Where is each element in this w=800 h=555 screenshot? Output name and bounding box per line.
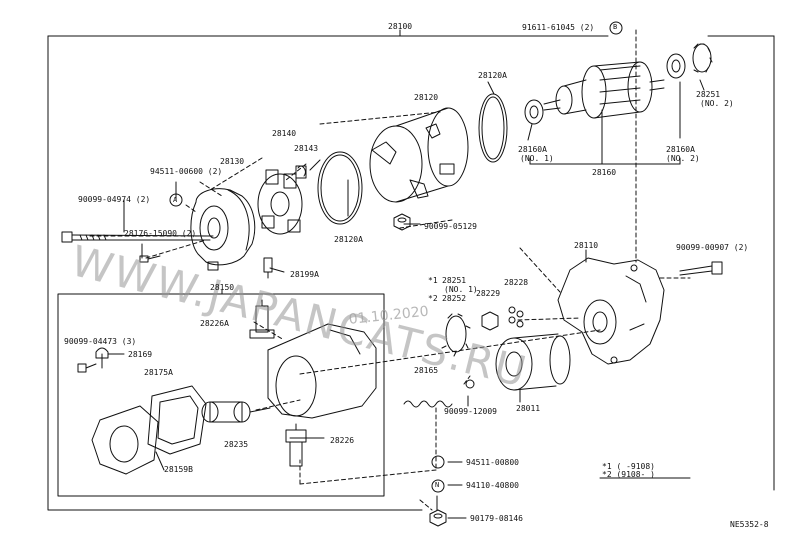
subassembly-frame-28150	[57, 293, 385, 497]
nut-90099-05129	[393, 213, 411, 231]
leader-lines	[89, 29, 691, 511]
clamp-28169	[95, 347, 109, 359]
label-28235: 28235	[224, 440, 249, 449]
label-28226: 28226	[330, 436, 355, 445]
armature-28160	[543, 61, 665, 119]
label-28100: 28100	[388, 22, 413, 31]
brush-spring-28143	[295, 165, 307, 179]
label-90099-00907: 90099-00907 (2)	[676, 243, 749, 252]
label-90099-12009: 90099-12009	[444, 407, 497, 416]
label-28011: 28011	[516, 404, 541, 413]
clutch-28011	[495, 333, 571, 391]
label-28160A-no1: 28160A	[518, 145, 547, 154]
label-28120: 28120	[414, 93, 439, 102]
ball-90099-12009	[465, 379, 475, 389]
label-28143: 28143	[294, 144, 319, 153]
label-28160A-no2: 28160A	[666, 145, 695, 154]
bearing-28160A-no1	[524, 99, 544, 125]
label-28150: 28150	[210, 283, 235, 292]
label-28165: 28165	[414, 366, 439, 375]
label-28130: 28130	[220, 157, 245, 166]
note-1: *1 ( -9108)	[602, 462, 655, 471]
diagram-code: NE5352-8	[730, 520, 769, 529]
label-90099-04473: 90099-04473 (3)	[64, 337, 137, 346]
label-28252: 28252	[442, 294, 467, 303]
gear-28251-no2	[692, 43, 713, 73]
label-94511-00800: 94511-00800	[466, 458, 519, 467]
note-2: *2 (9108- )	[602, 470, 655, 479]
o-ring-28120A-front	[317, 151, 363, 225]
label-28160: 28160	[592, 168, 617, 177]
retainer-28229	[481, 311, 499, 331]
assembly-frame-28100	[47, 29, 775, 511]
label-28226A: 28226A	[200, 319, 229, 328]
label-28160A-no1-sub: (NO. 1)	[520, 154, 554, 163]
yoke-28120	[369, 107, 469, 203]
nut-90179-08146	[429, 509, 447, 527]
label-28120A-mid: 28120A	[334, 235, 363, 244]
label-28251-no2: 28251	[696, 90, 721, 99]
label-28251-no2-sub: (NO. 2)	[700, 99, 734, 108]
gasket-28175A	[147, 385, 207, 455]
label-28251-no1-sub: (NO. 1)	[444, 285, 478, 294]
label-28169: 28169	[128, 350, 153, 359]
bolt-90099-00907	[679, 261, 723, 276]
label-90179-08146: 90179-08146	[470, 514, 523, 523]
screw-90099-04473	[77, 363, 97, 373]
terminal-28226A	[249, 299, 275, 339]
plunger-28235	[201, 401, 271, 423]
label-28159B: 28159B	[164, 465, 193, 474]
label-28160A-no2-sub: (NO. 2)	[666, 154, 700, 163]
mark-2: *2	[428, 294, 438, 303]
label-28110: 28110	[574, 241, 599, 250]
label-28140: 28140	[272, 129, 297, 138]
mark-1: *1	[428, 276, 438, 285]
label-28120A-top: 28120A	[478, 71, 507, 80]
brush-holder-28140	[257, 169, 303, 235]
ref-mark-a: A	[173, 196, 178, 204]
ref-mark-n: N	[435, 481, 440, 489]
label-28199A: 28199A	[290, 270, 319, 279]
screw-28176	[139, 255, 161, 263]
label-28229: 28229	[476, 289, 501, 298]
ref-mark-b: B	[613, 23, 618, 31]
label-91611-61045: 91611-61045 (2)	[522, 23, 595, 32]
long-bolt-90099-04974	[61, 231, 211, 243]
bearing-28160A-no2	[666, 53, 686, 79]
label-94511-00600: 94511-00600 (2)	[150, 167, 223, 176]
o-ring-28120A-rear	[478, 93, 508, 163]
terminal-28226	[285, 423, 307, 467]
magnetic-switch-body	[267, 323, 377, 419]
solid-leaders	[101, 79, 705, 519]
label-90099-04974: 90099-04974 (2)	[78, 195, 151, 204]
starter-housing-28110	[557, 257, 665, 365]
roller-28228	[508, 306, 524, 328]
spring-28165	[403, 400, 453, 408]
label-90099-05129: 90099-05129	[424, 222, 477, 231]
grommet-28199A	[263, 257, 273, 279]
label-94110-40800: 94110-40800	[466, 481, 519, 490]
cover-28159B	[91, 405, 159, 475]
end-frame-28130	[190, 188, 256, 271]
label-28176-15090: 28176-15090 (2)	[124, 229, 197, 238]
label-28228: 28228	[504, 278, 529, 287]
label-28251-no1: 28251	[442, 276, 467, 285]
gear-28251-no1	[441, 313, 471, 357]
label-28175A: 28175A	[144, 368, 173, 377]
ref-circles	[169, 21, 623, 493]
